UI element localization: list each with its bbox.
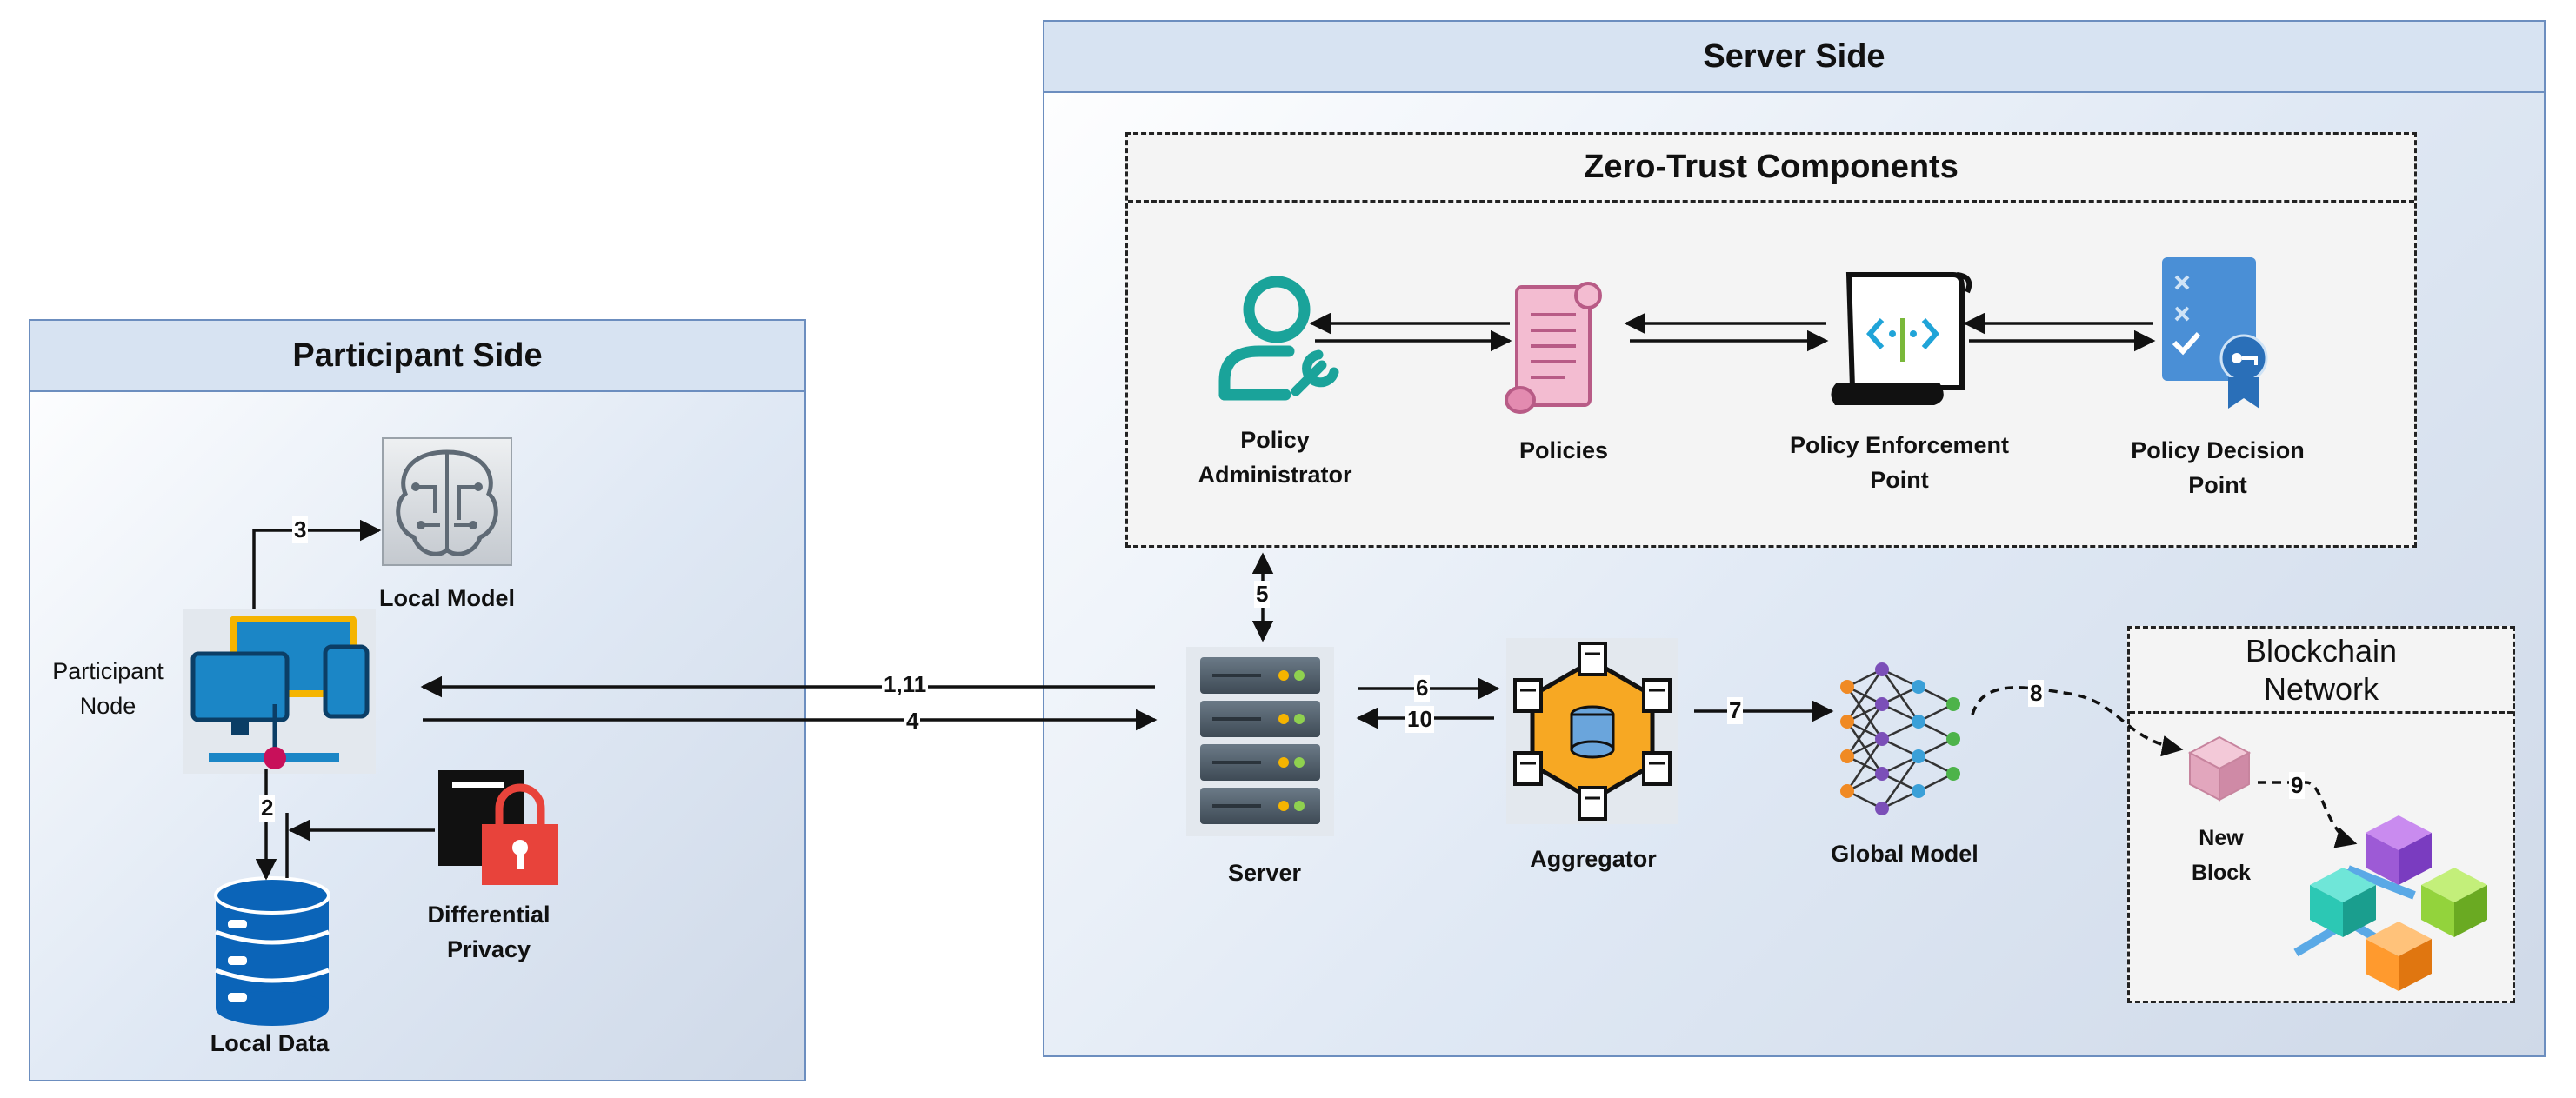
brain-chip-icon	[382, 437, 512, 566]
policy-administrator-label: Policy Administrator	[1198, 427, 1352, 488]
edge-label-10: 10	[1405, 706, 1434, 733]
arrows	[252, 312, 2156, 881]
edge-label-8: 8	[2028, 680, 2045, 707]
participant-node-label: Participant Node	[52, 658, 164, 719]
edge-label-9: 9	[2289, 772, 2306, 799]
edge-label-1-11: 1,11	[882, 671, 929, 698]
neural-network-icon	[1840, 662, 1960, 815]
edge-label-7: 7	[1727, 697, 1744, 724]
server-label: Server	[1227, 860, 1302, 886]
participant-side-title: Participant Side	[30, 321, 804, 392]
edge-label-5: 5	[1254, 581, 1271, 608]
server-rack-icon	[1186, 647, 1334, 836]
global-model-label: Global Model	[1831, 841, 1979, 867]
policies-scroll-icon	[1505, 282, 1602, 414]
edge-label-3: 3	[292, 516, 309, 543]
server-side-title: Server Side	[1044, 22, 2544, 93]
local-model-label: Local Model	[378, 585, 516, 611]
edge-9-line	[2258, 781, 2358, 848]
blockchain-cubes-icon	[2293, 815, 2487, 991]
local-data-label: Local Data	[210, 1030, 330, 1056]
edge-8-line	[1971, 686, 2184, 757]
blockchain-network-title: Blockchain Network	[2130, 629, 2513, 714]
edge-label-2: 2	[259, 795, 276, 822]
aggregator-icon	[1506, 638, 1678, 824]
differential-privacy-label: Differential Privacy	[427, 902, 551, 962]
aggregator-label: Aggregator	[1530, 846, 1657, 872]
privacy-lock-icon	[438, 770, 558, 885]
policy-decision-label: Policy Decision Point	[2131, 437, 2305, 498]
edge-label-6: 6	[1414, 675, 1431, 702]
new-block-icon	[2187, 735, 2252, 802]
edge-3-line	[252, 519, 382, 609]
edge-label-4: 4	[904, 708, 921, 735]
policy-decision-icon	[2162, 257, 2268, 409]
new-block-label: New Block	[2191, 826, 2252, 885]
participant-node-icon	[183, 609, 376, 774]
policy-enforcement-label: Policy Enforcement Point	[1789, 432, 2010, 493]
dashed-arrows	[1971, 686, 2358, 848]
policy-enforcement-icon	[1831, 272, 1972, 405]
policies-label: Policies	[1518, 437, 1609, 463]
policy-administrator-icon	[1218, 276, 1339, 401]
database-icon	[214, 876, 330, 1026]
zero-trust-title: Zero-Trust Components	[1128, 135, 2414, 203]
